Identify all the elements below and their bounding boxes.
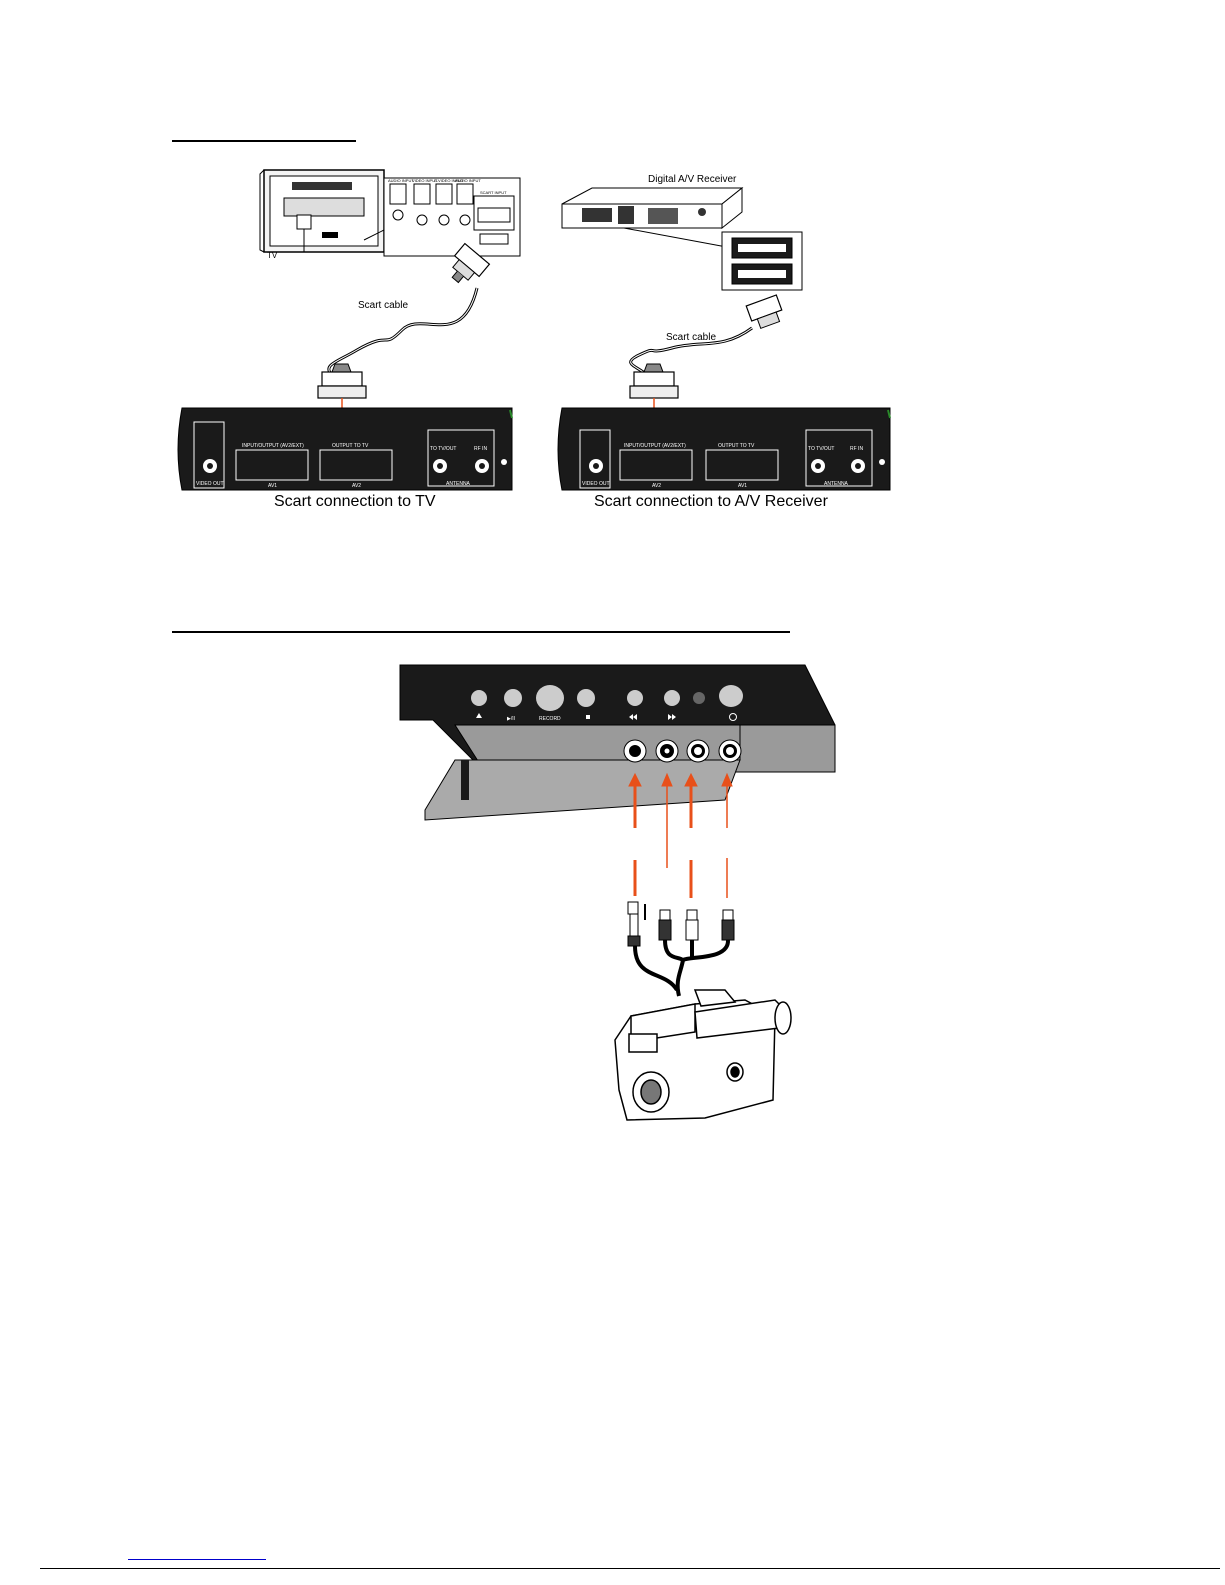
av-cable-plugs [627,901,735,947]
panel-rfout-label-right: TO TV/OUT [808,446,834,452]
section1-heading-rule [172,140,356,142]
section2-heading-rule [172,631,790,633]
panel-rfin-label-right: RF IN [850,446,863,452]
recorder-front-panel [399,664,836,821]
panel-rfin-label-left: RF IN [474,446,487,452]
panel-av2-label-left: AV2 [352,483,361,489]
panel-scart1-label-left: INPUT/OUTPUT (AV2/EXT) [242,443,304,449]
tv-input-panel [363,177,521,257]
connection-arrows [628,772,733,898]
panel-antenna-label-left: ANTENNA [446,481,471,487]
tv-icon [259,169,385,253]
eject-button [471,690,487,706]
scart-plug-bottom-left [317,363,367,399]
tv-label: TV [267,251,278,260]
panel-av1-label-left: AV1 [268,483,277,489]
front-record-label: RECORD [539,716,561,722]
tv-panel-label: AUDIO INPUT [388,178,414,183]
scart-plug-top-right [745,294,783,329]
camcorder-icon [614,989,792,1121]
panel-scart1-label-right: INPUT/OUTPUT (AV2/EXT) [624,443,686,449]
panel-scart2-label-left: OUTPUT TO TV [332,443,369,449]
panel-videoout-label-left: VIDEO OUT [196,481,224,487]
caption-scart-receiver: Scart connection to A/V Receiver [594,493,828,510]
front-play-pause-label: ▶/II [507,716,515,722]
recorder-rear-panel-right [557,407,891,491]
caption-scart-tv: Scart connection to TV [274,493,436,510]
panel-videoout-label-right: VIDEO OUT [582,481,610,487]
indicator-light [693,692,705,704]
tv-scart-diagram: TV Scart cable [177,169,521,491]
tv-panel-label: VIDEO INPUT [412,178,438,183]
recorder-rear-panel-left [177,407,513,491]
panel-av1-label-right: AV1 [738,483,747,489]
stop-button [577,689,595,707]
scart-cable-label-right: Scart cable [666,332,716,343]
receiver-scart-zoom [721,231,803,291]
power-button [719,685,743,707]
rewind-button [627,690,643,706]
forward-button [664,690,680,706]
camcorder-front-av-diagram: RECORD ▶/II [399,664,836,1121]
tv-panel-label: SCART INPUT [480,190,507,195]
av-receiver-icon [561,186,744,249]
footer-link-underline[interactable] [128,1559,266,1560]
panel-antenna-label-right: ANTENNA [824,481,849,487]
footer-rule [40,1568,1220,1569]
record-button [536,685,564,711]
scart-plug-top-left [451,242,491,284]
receiver-label: Digital A/V Receiver [648,174,737,185]
play-pause-button [504,689,522,707]
tv-panel-label: S-VIDEO INPUT [434,178,464,183]
panel-av2-label-right: AV2 [652,483,661,489]
panel-scart2-label-right: OUTPUT TO TV [718,443,755,449]
panel-rfout-label-left: TO TV/OUT [430,446,456,452]
scart-cable-label-left: Scart cable [358,300,408,311]
tv-panel-label: AUDIO INPUT [455,178,481,183]
receiver-scart-diagram: Digital A/V Receiver Scart cable [557,174,891,491]
scart-plug-bottom-right [629,363,679,399]
